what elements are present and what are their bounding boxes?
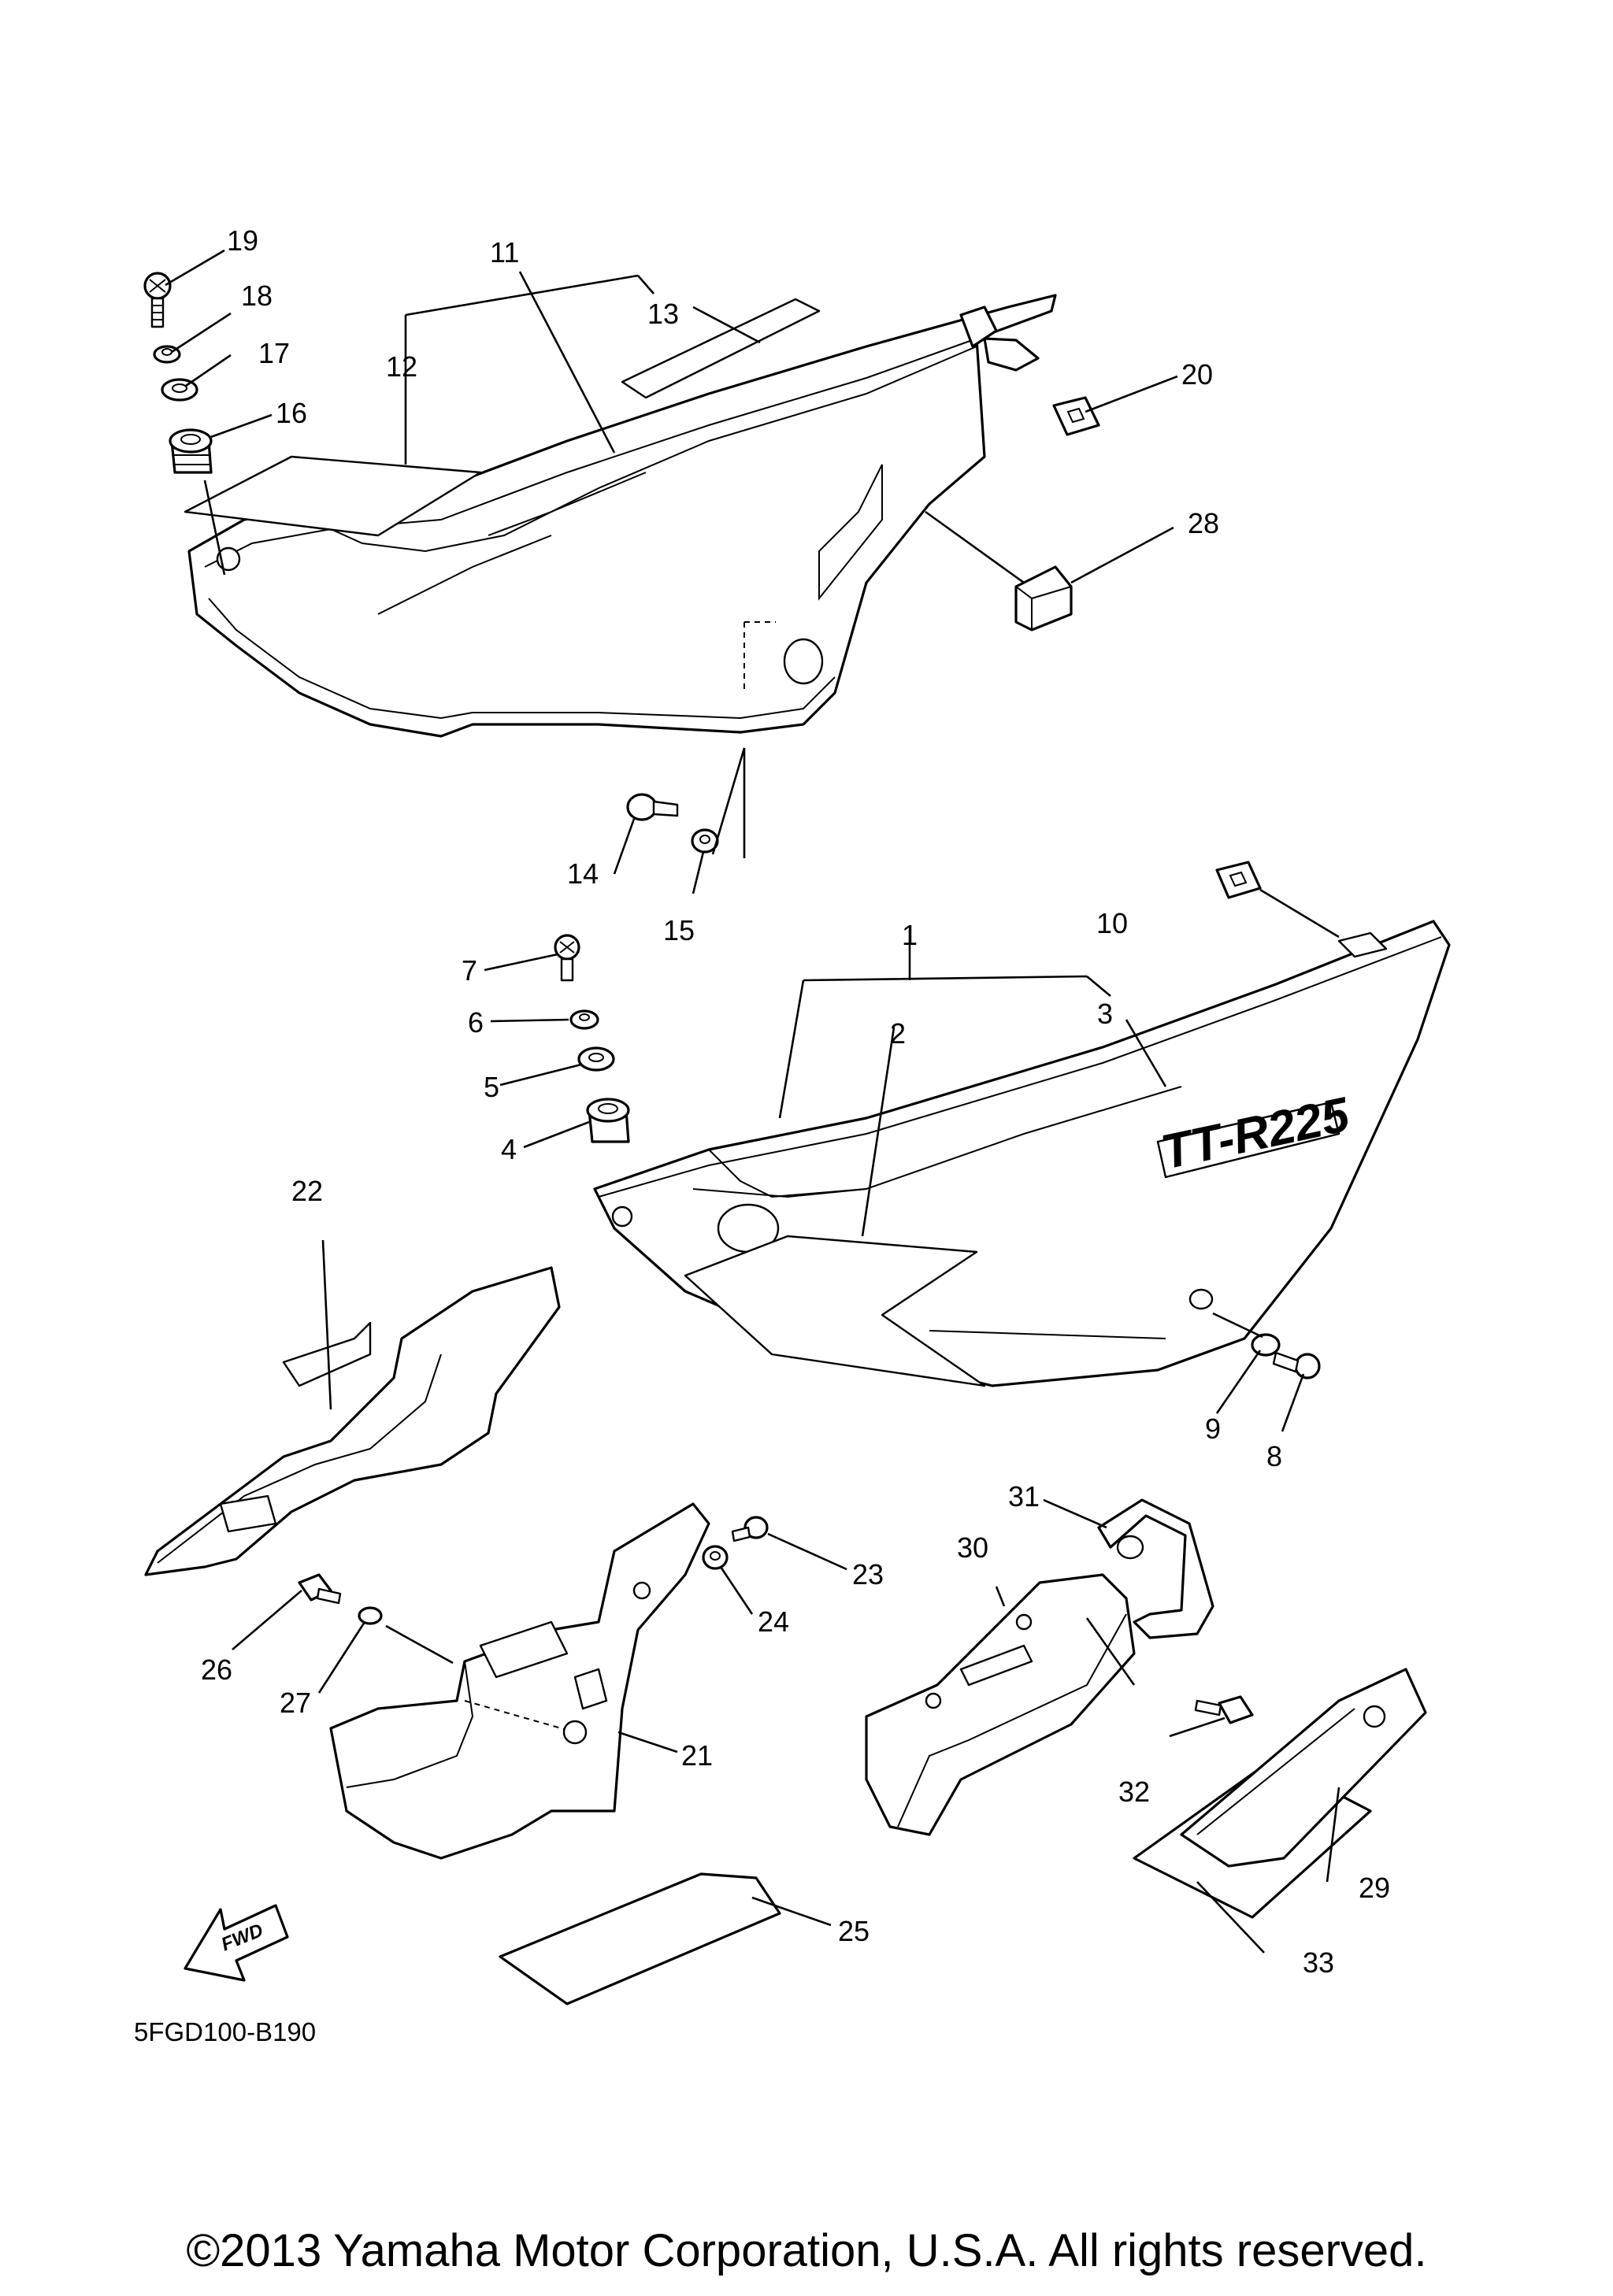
- callout-25: 25: [838, 1915, 870, 1947]
- callout-labels: 19 18 17 16 11 12 13 20 28 14 15 10 1 2 …: [201, 224, 1390, 1979]
- callout-15: 15: [663, 914, 695, 946]
- fastener-stack-lower: [298, 934, 1321, 1724]
- diagram-reference-code: 5FGD100-B190: [134, 2017, 316, 2046]
- callout-10: 10: [1096, 907, 1128, 939]
- callout-11: 11: [490, 236, 519, 268]
- bracket-22: [144, 1266, 561, 1576]
- callout-3: 3: [1097, 998, 1113, 1030]
- callout-2: 2: [890, 1017, 906, 1050]
- upper-side-cover: [184, 294, 1057, 738]
- leader-lines: [165, 249, 1340, 1953]
- callout-12: 12: [386, 350, 417, 383]
- callout-5: 5: [484, 1071, 499, 1103]
- callout-4: 4: [501, 1133, 517, 1165]
- callout-16: 16: [276, 397, 307, 429]
- toolbox-30: [865, 1573, 1136, 1836]
- callout-28: 28: [1188, 507, 1219, 539]
- callout-30: 30: [957, 1531, 988, 1564]
- callout-17: 17: [258, 337, 290, 369]
- pad-29: [1180, 1668, 1427, 1868]
- callout-20: 20: [1181, 358, 1213, 391]
- callout-24: 24: [758, 1605, 789, 1638]
- fastener-stack-upper: [143, 272, 1262, 899]
- callout-29: 29: [1359, 1872, 1390, 1904]
- band-31: [1097, 1498, 1214, 1639]
- pad-25: [499, 1872, 781, 2005]
- callout-32: 32: [1118, 1776, 1150, 1808]
- callout-33: 33: [1303, 1946, 1334, 1979]
- callout-8: 8: [1266, 1440, 1282, 1472]
- bracket-21: [329, 1502, 710, 1860]
- callout-7: 7: [462, 954, 477, 987]
- callout-26: 26: [201, 1653, 232, 1686]
- callout-23: 23: [852, 1558, 884, 1591]
- callout-21: 21: [681, 1739, 713, 1772]
- callout-27: 27: [280, 1687, 311, 1719]
- callout-6: 6: [468, 1006, 484, 1039]
- callout-14: 14: [567, 857, 599, 890]
- callout-19: 19: [227, 224, 258, 257]
- callout-9: 9: [1205, 1413, 1221, 1445]
- callout-31: 31: [1008, 1480, 1040, 1513]
- copyright-notice: ©2013 Yamaha Motor Corporation, U.S.A. A…: [186, 2225, 1426, 2276]
- callout-1: 1: [902, 919, 918, 951]
- callout-18: 18: [241, 280, 273, 312]
- callout-22: 22: [291, 1175, 323, 1207]
- lower-side-cover: TT-R225: [593, 920, 1451, 1387]
- fwd-arrow: FWD: [184, 1904, 289, 1982]
- callout-13: 13: [647, 298, 679, 330]
